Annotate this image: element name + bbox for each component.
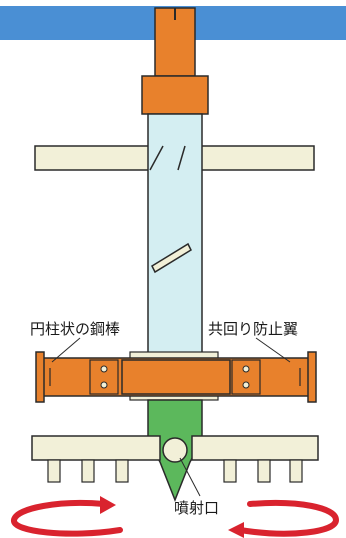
rotation-arrow-right <box>237 499 340 537</box>
wing-plate-right <box>231 359 261 395</box>
tooth <box>257 459 271 483</box>
rotation-arrowhead-left <box>100 496 116 514</box>
tooth <box>47 459 61 483</box>
rotation-arrowhead-right <box>228 522 244 538</box>
tooth <box>81 459 95 483</box>
bolt <box>242 381 250 389</box>
leader-steel-rod <box>51 337 81 363</box>
tooth <box>223 459 237 483</box>
orange-wing-end-right <box>307 351 317 403</box>
rotation-arrow-left <box>11 499 123 537</box>
label-steel-rod: 円柱状の鋼棒 <box>30 320 121 338</box>
bolt <box>100 365 108 373</box>
upper-wing-left <box>34 145 165 171</box>
rake-right <box>191 435 319 461</box>
leader-co-rotation <box>255 337 291 363</box>
label-nozzle: 噴射口 <box>174 499 220 517</box>
rake-left <box>31 435 161 461</box>
rod-shaft <box>147 113 203 355</box>
rod-slit-top2 <box>177 145 186 171</box>
bolt <box>100 381 108 389</box>
tooth <box>115 459 129 483</box>
nozzle-opening <box>162 437 188 463</box>
tooth <box>289 459 303 483</box>
wing-plate-left <box>89 359 119 395</box>
bolt <box>242 365 250 373</box>
coupling-collar <box>141 75 209 115</box>
rod-slit-top <box>149 145 164 171</box>
label-co-rotation-wing: 共回り防止翼 <box>208 320 299 338</box>
rod-diagonal-slot <box>151 242 192 274</box>
leader-nozzle <box>179 457 201 497</box>
orange-wing-end-left <box>35 351 45 403</box>
orange-hub <box>121 359 231 395</box>
